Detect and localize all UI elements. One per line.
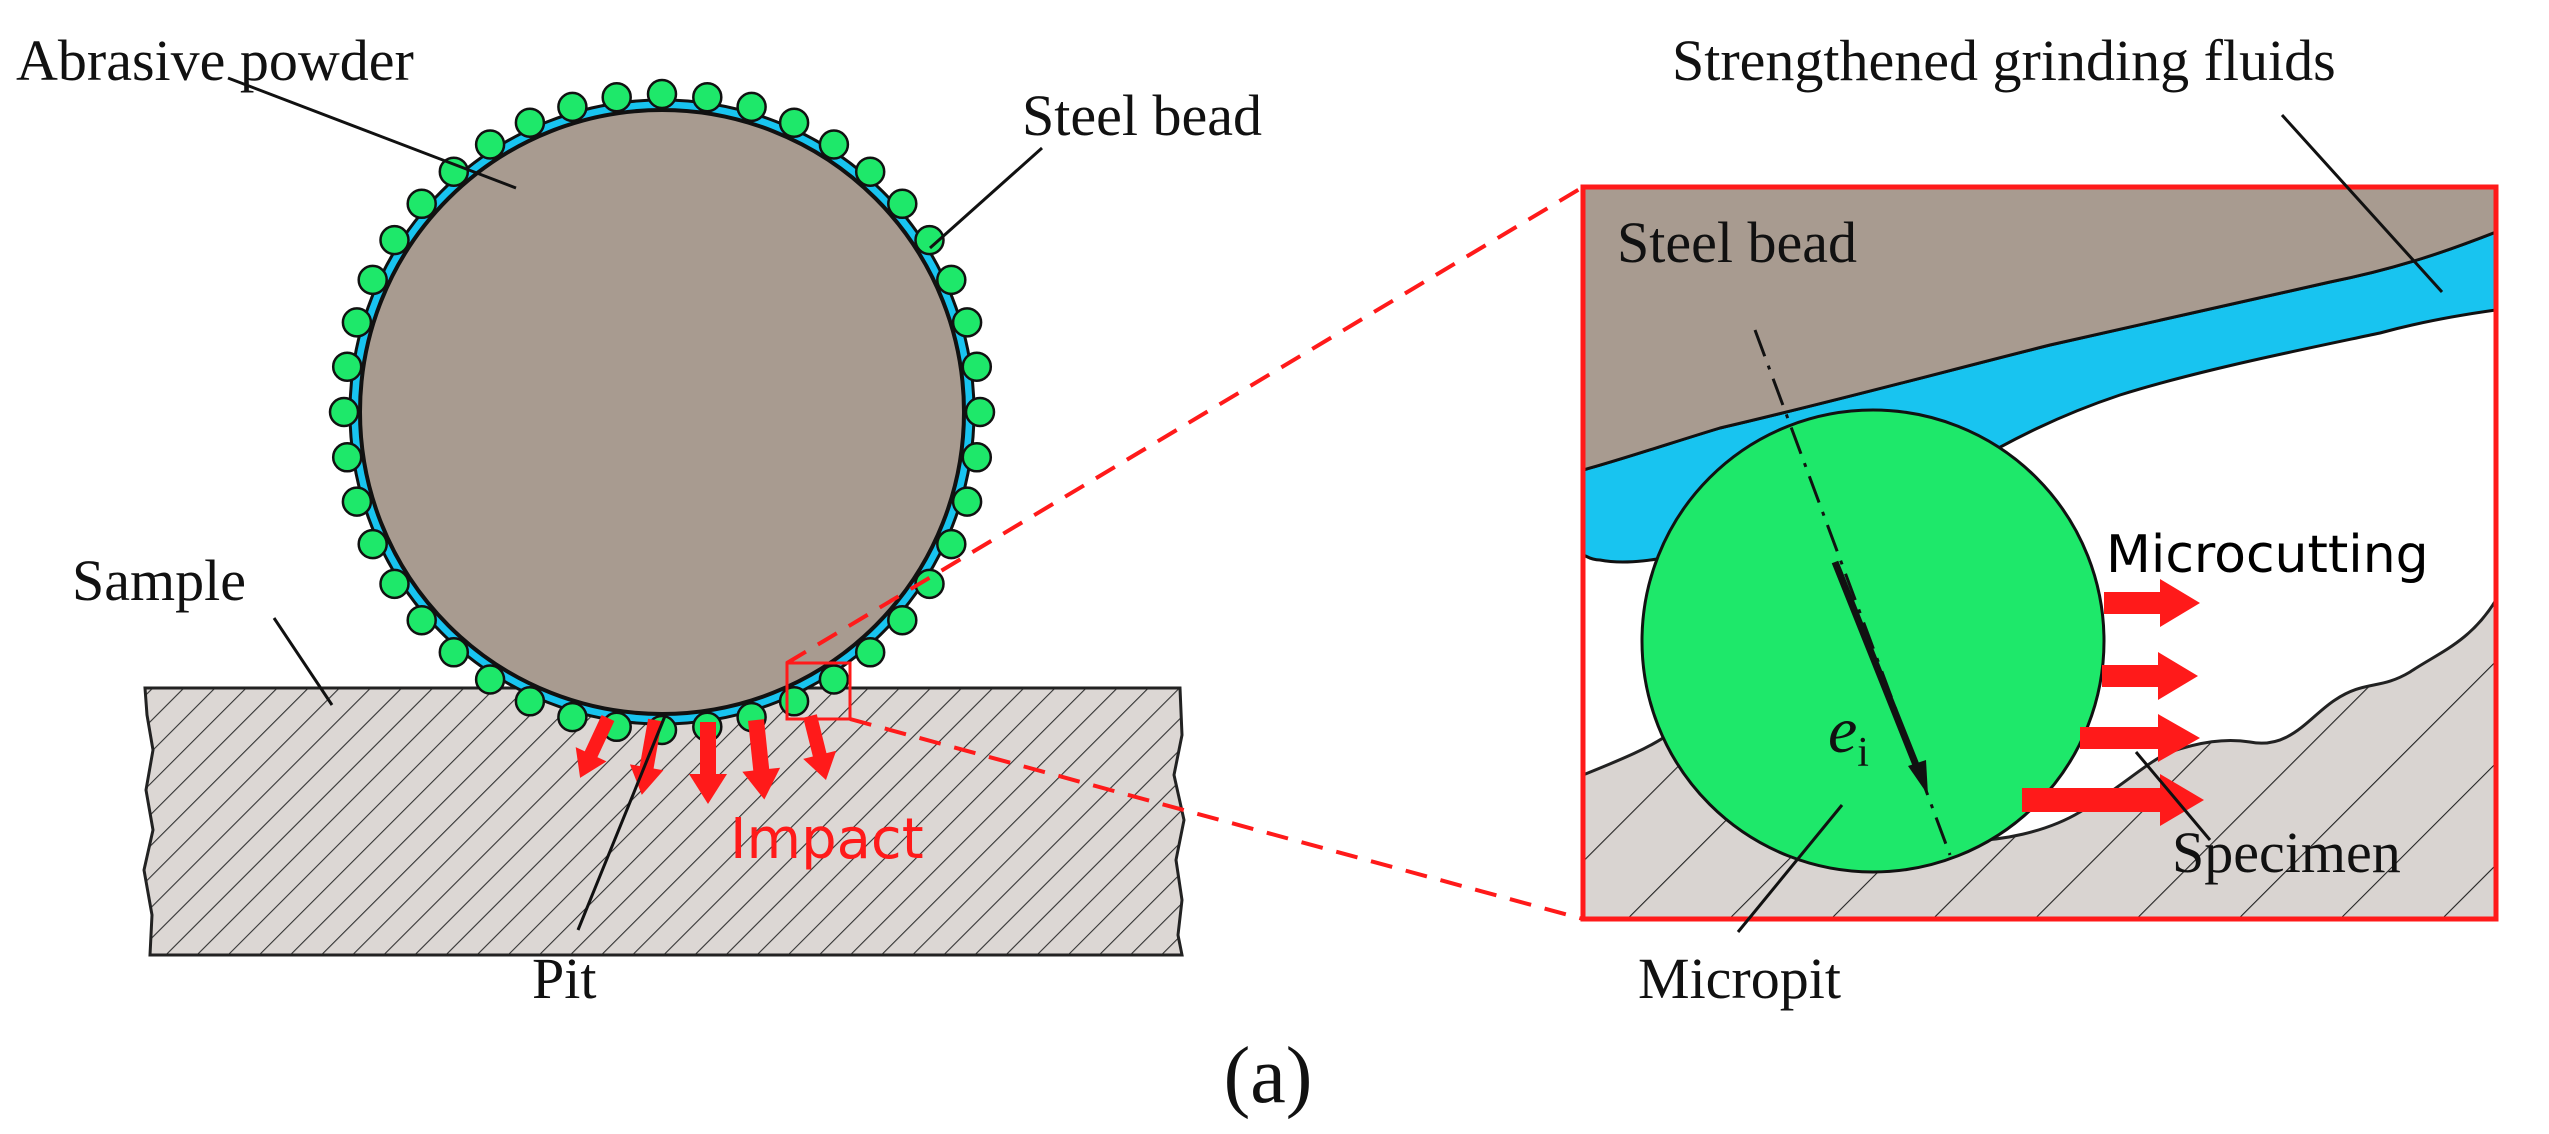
steel-bead-zoom bbox=[1583, 187, 2496, 472]
abrasive-particle-zoom bbox=[1640, 408, 2106, 874]
abrasive-particle bbox=[379, 568, 410, 600]
abrasive-particle bbox=[854, 156, 886, 187]
abrasive-particle bbox=[357, 264, 388, 296]
fluids-leader bbox=[2280, 113, 2444, 294]
abrasive-particle bbox=[936, 264, 967, 296]
abrasive-particle bbox=[887, 188, 918, 220]
abrasive-particle bbox=[379, 224, 410, 256]
abrasive-particle bbox=[887, 604, 918, 636]
e-vector bbox=[1831, 560, 1922, 772]
abrasive-particle bbox=[818, 129, 850, 160]
pit-leader bbox=[576, 715, 667, 931]
abrasive-particle bbox=[514, 686, 546, 717]
abrasive-particle bbox=[474, 129, 506, 160]
microcutting-label: Microcutting bbox=[2106, 525, 2429, 585]
abrasive-particle bbox=[514, 107, 546, 138]
micropit-leader bbox=[1736, 804, 1844, 933]
specimen-label: Specimen bbox=[2172, 820, 2401, 885]
abrasive-particle bbox=[438, 156, 470, 187]
abrasive-particle bbox=[961, 442, 993, 473]
abrasive-particle bbox=[936, 528, 967, 560]
zoom-connector-top bbox=[785, 185, 1585, 665]
steel-bead-leader bbox=[929, 146, 1043, 250]
microcutting-arrows bbox=[2022, 579, 2204, 826]
abrasive-particle bbox=[406, 188, 437, 220]
micropit-label: Micropit bbox=[1638, 946, 1841, 1011]
abrasive-particle bbox=[914, 224, 945, 256]
sample-leader bbox=[272, 617, 334, 706]
zoom-connector-bottom bbox=[849, 717, 1584, 921]
abrasive-particle bbox=[438, 637, 470, 668]
abrasive-particle bbox=[601, 81, 632, 113]
zoom-frame bbox=[1580, 184, 2499, 922]
abrasive-particle bbox=[778, 107, 810, 138]
sample-label: Sample bbox=[72, 548, 246, 613]
impact-arrows bbox=[575, 714, 837, 804]
particle-axis bbox=[1753, 329, 1952, 856]
strengthened-fluids-label: Strengthened grinding fluids bbox=[1672, 28, 2336, 93]
abrasive-particle bbox=[854, 637, 886, 668]
abrasive-particle bbox=[331, 442, 363, 473]
abrasive-leader bbox=[227, 76, 517, 190]
abrasive-particle bbox=[646, 78, 678, 110]
abrasive-particle bbox=[818, 664, 850, 695]
abrasive-particle bbox=[557, 91, 588, 123]
zoom-source-box bbox=[785, 661, 852, 721]
abrasive-particle bbox=[692, 81, 723, 113]
abrasive-particle bbox=[961, 351, 993, 382]
abrasive-particle bbox=[951, 486, 983, 517]
e-vector-head bbox=[1908, 760, 1928, 795]
specimen-leader bbox=[2134, 751, 2212, 841]
abrasive-particle bbox=[964, 396, 996, 428]
abrasive-powder-label: Abrasive powder bbox=[16, 28, 414, 93]
abrasive-particle bbox=[951, 307, 983, 338]
abrasive-particle bbox=[341, 486, 373, 517]
steel-bead-zoom-label: Steel bead bbox=[1617, 210, 1857, 275]
abrasive-particle bbox=[736, 91, 767, 123]
pit-label: Pit bbox=[532, 946, 597, 1011]
abrasive-particle bbox=[474, 664, 506, 695]
abrasive-particle bbox=[778, 686, 810, 717]
sample-block bbox=[142, 686, 1186, 957]
abrasive-particle bbox=[406, 604, 437, 636]
steel-bead bbox=[358, 108, 966, 716]
abrasive-particle bbox=[328, 396, 360, 428]
abrasive-particle bbox=[341, 307, 373, 338]
abrasive-particle bbox=[557, 701, 588, 733]
impact-label: Impact bbox=[730, 807, 924, 872]
abrasive-particle bbox=[357, 528, 388, 560]
steel-bead-label: Steel bead bbox=[1022, 83, 1262, 148]
figure-caption: (a) bbox=[1224, 1032, 1313, 1120]
e-i-label: ei bbox=[1828, 694, 1869, 776]
abrasive-particle bbox=[331, 351, 363, 382]
